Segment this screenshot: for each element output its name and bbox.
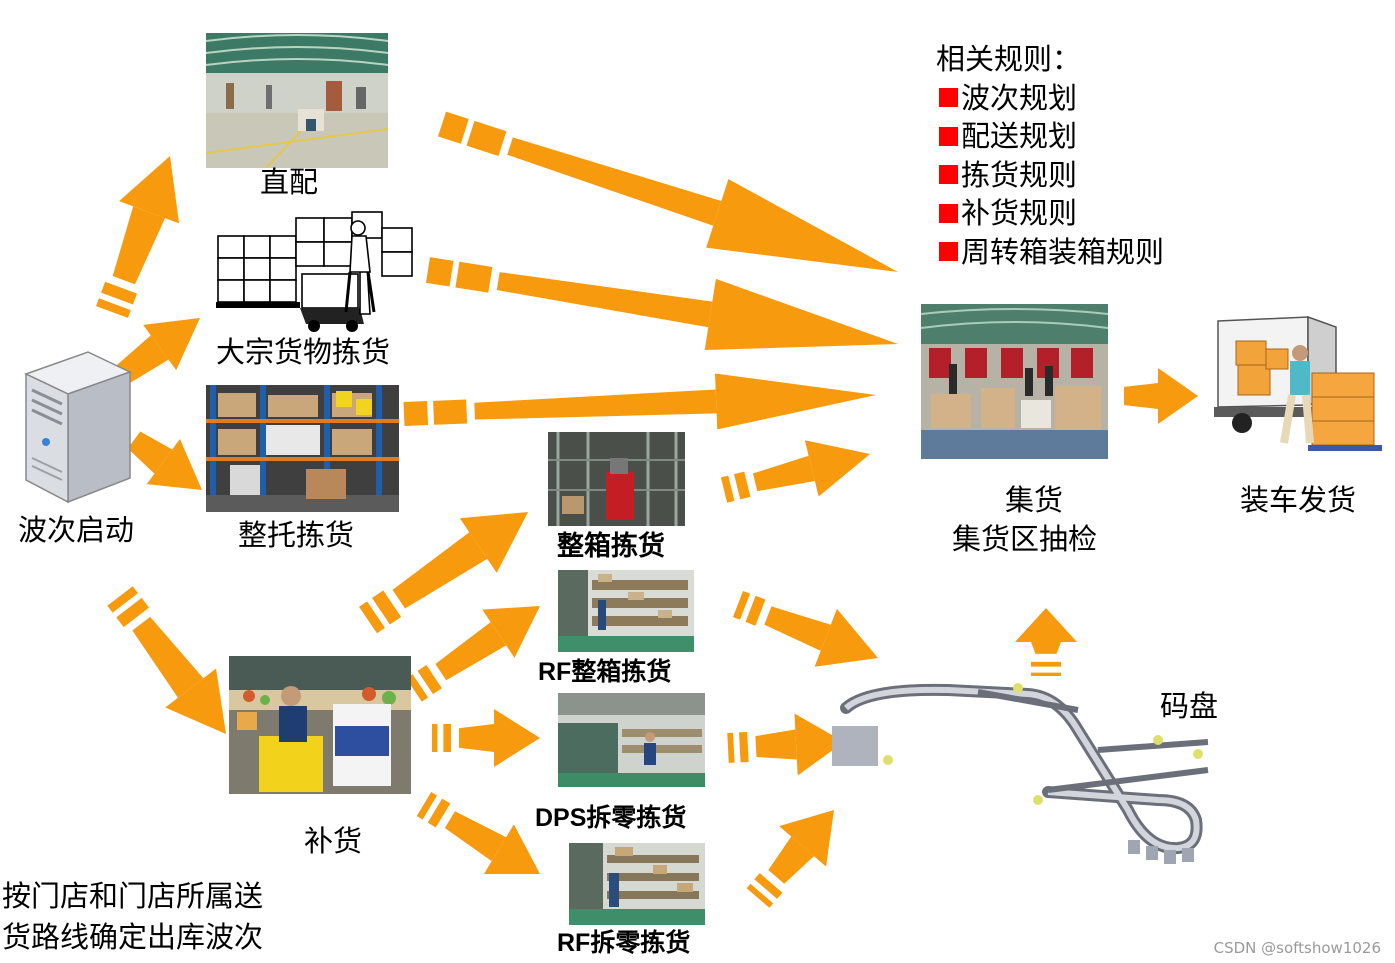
forklift-worker-icon: [210, 208, 420, 336]
direct-label: 直配: [260, 165, 319, 199]
note-line-2: 货路线确定出库波次: [2, 920, 264, 954]
sorter-label: 码盘: [1160, 689, 1219, 723]
load-ship-label: 装车发货: [1240, 483, 1357, 517]
conveyor-sorter-icon: [828, 680, 1226, 880]
arrow-case-to-consolidation: [720, 440, 870, 503]
replenishment-label: 补货: [304, 824, 363, 858]
watermark: CSDN @softshow1026: [1213, 939, 1381, 957]
case-picking-photo: [548, 432, 685, 526]
red-square-icon: [939, 88, 958, 108]
arrow-server-to-direct: [96, 156, 180, 318]
dps-picking-label: DPS拆零拣货: [535, 803, 687, 832]
red-square-icon: [939, 242, 958, 262]
rf-case-picking-label: RF整箱拣货: [538, 657, 672, 686]
rule-item: 配送规划: [936, 117, 1164, 156]
rule-item: 拣货规则: [936, 156, 1164, 195]
arrow-direct-to-consolidation: [437, 111, 898, 272]
arrow-replenish-to-dps: [432, 709, 540, 767]
arrow-server-to-pallet: [127, 431, 202, 490]
consolidation-check-label: 集货区抽检: [952, 522, 1098, 556]
rule-item: 周转箱装箱规则: [936, 233, 1164, 272]
dps-piece-picking-photo: [558, 693, 705, 787]
rf-case-picking-photo: [558, 570, 694, 652]
arrow-dps-to-sorter: [727, 713, 844, 776]
server-icon: [18, 346, 136, 504]
rule-item: 补货规则: [936, 194, 1164, 233]
arrow-replenish-to-rfpiece: [416, 792, 540, 875]
consolidation-area-photo: [921, 304, 1108, 459]
arrow-server-to-replenish: [107, 586, 226, 734]
rules-panel: 相关规则： 波次规划 配送规划 拣货规则 补货规则 周转箱装箱规则: [936, 40, 1164, 271]
arrow-rfcase-to-sorter: [732, 590, 878, 667]
rf-piece-picking-label: RF拆零拣货: [557, 928, 691, 957]
red-square-icon: [939, 165, 958, 185]
arrow-replenish-to-rfcase: [406, 606, 540, 702]
consolidation-label: 集货: [1004, 483, 1063, 517]
arrow-bulk-to-consolidation: [425, 257, 898, 351]
replenishment-photo: [229, 656, 411, 794]
pallet-picking-label: 整托拣货: [238, 518, 355, 552]
case-picking-label: 整箱拣货: [557, 531, 665, 562]
red-square-icon: [939, 126, 958, 146]
arrow-replenish-to-case: [359, 512, 528, 634]
wave-start-label: 波次启动: [18, 513, 135, 547]
rf-piece-picking-photo: [569, 843, 705, 925]
arrow-sorter-to-consolidation: [1015, 608, 1077, 676]
bulk-picking-label: 大宗货物拣货: [216, 335, 391, 369]
rules-title: 相关规则：: [936, 42, 1082, 76]
pallet-picking-photo: [206, 385, 399, 512]
red-square-icon: [939, 203, 958, 223]
delivery-truck-icon: [1212, 313, 1385, 459]
note-line-1: 按门店和门店所属送: [2, 879, 264, 913]
direct-distribution-photo: [206, 33, 388, 168]
rule-item: 波次规划: [936, 79, 1164, 118]
arrow-consolidation-to-truck: [1124, 368, 1198, 424]
arrow-rfpiece-to-sorter: [746, 810, 834, 908]
arrow-pallet-to-consolidation: [403, 373, 876, 430]
